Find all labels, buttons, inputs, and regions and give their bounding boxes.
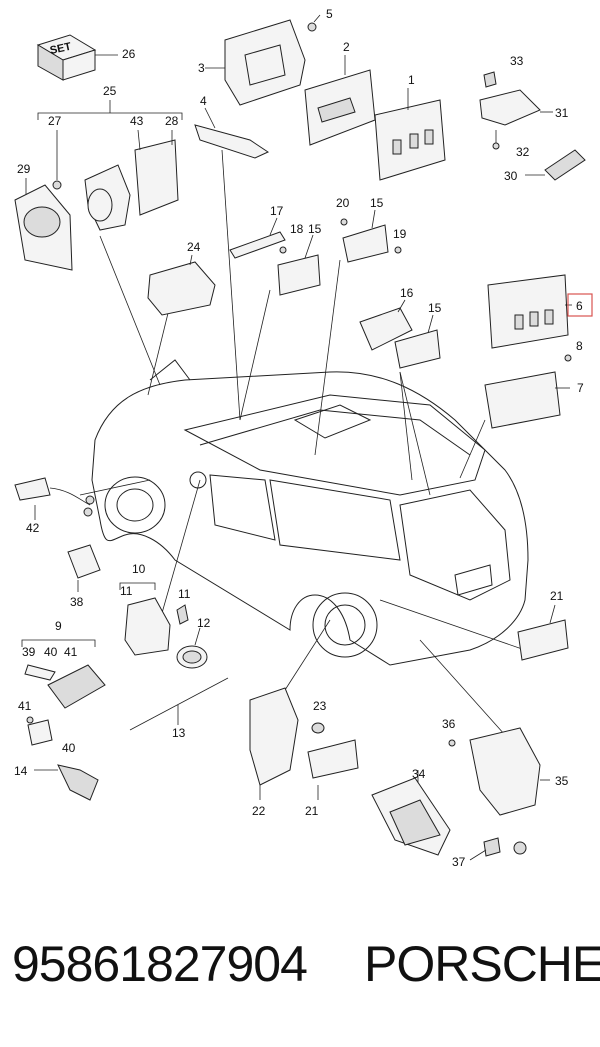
callout-27: 27 <box>48 114 62 128</box>
callout-3: 3 <box>198 61 205 75</box>
callout-19: 19 <box>393 227 407 241</box>
callout-14: 14 <box>14 764 28 778</box>
callout-5: 5 <box>326 7 333 21</box>
vehicle-outline <box>91 359 529 666</box>
part-7-bracket <box>484 354 572 429</box>
callout-41b: 41 <box>64 645 78 659</box>
callout-labels: 1 2 3 4 5 6 7 8 9 10 11 11 12 13 14 15 1… <box>14 7 593 869</box>
callout-32: 32 <box>516 145 530 159</box>
part-22-bracket <box>249 687 359 800</box>
part-9-key-group <box>21 639 106 801</box>
callout-1: 1 <box>408 73 415 87</box>
callout-9: 9 <box>55 619 62 633</box>
part-30-fob <box>525 149 586 181</box>
callout-40a: 40 <box>62 741 76 755</box>
callout-37: 37 <box>452 855 466 869</box>
callout-15b: 15 <box>370 196 384 210</box>
part-6-module <box>487 274 572 349</box>
callout-20: 20 <box>336 196 350 210</box>
callout-38: 38 <box>70 595 84 609</box>
part-24-module <box>147 254 216 316</box>
callout-23: 23 <box>313 699 327 713</box>
callout-39: 39 <box>22 645 36 659</box>
callout-36: 36 <box>442 717 456 731</box>
callout-18: 18 <box>290 222 304 236</box>
callout-33: 33 <box>510 54 524 68</box>
part-31-sensor <box>479 71 553 150</box>
part-34-radar <box>371 770 451 856</box>
part-10-assembly <box>119 582 208 669</box>
callout-41a: 41 <box>18 699 32 713</box>
callout-31: 31 <box>555 106 569 120</box>
leader-lines <box>79 149 526 736</box>
callout-6-highlight <box>567 293 593 317</box>
callout-40b: 40 <box>44 645 58 659</box>
part-1-control-unit <box>374 88 446 181</box>
parts-diagram: SET <box>14 7 593 869</box>
brand-name: PORSCHE <box>364 936 600 992</box>
callout-22: 22 <box>252 804 266 818</box>
part-2-module <box>304 55 376 146</box>
callout-11a: 11 <box>120 584 133 598</box>
part-21-panel-right <box>517 604 569 661</box>
part-42-cable <box>14 477 95 520</box>
set-label: SET <box>49 41 73 57</box>
callout-43: 43 <box>130 114 144 128</box>
callout-12: 12 <box>197 616 211 630</box>
footer: 95861827904 PORSCHE <box>0 935 600 1015</box>
callout-13: 13 <box>172 726 186 740</box>
part-25-assembly <box>37 100 183 231</box>
part-4-strip <box>194 107 270 159</box>
callout-25: 25 <box>103 84 117 98</box>
callout-6: 6 <box>576 299 583 313</box>
part-26-set-box: SET <box>36 34 118 81</box>
callout-16: 16 <box>400 286 414 300</box>
part-17-panel <box>229 217 321 296</box>
callout-21b: 21 <box>305 804 319 818</box>
callout-24: 24 <box>187 240 201 254</box>
callout-42: 42 <box>26 521 40 535</box>
callout-7: 7 <box>577 381 584 395</box>
part-38-sensor <box>67 544 101 592</box>
callout-35: 35 <box>555 774 569 788</box>
part-29-housing <box>14 178 73 271</box>
part-15-panel-top <box>340 209 402 263</box>
callout-17: 17 <box>270 204 284 218</box>
callout-29: 29 <box>17 162 31 176</box>
callout-21a: 21 <box>550 589 564 603</box>
callout-11b: 11 <box>178 587 191 601</box>
callout-28: 28 <box>165 114 179 128</box>
callout-26: 26 <box>122 47 136 61</box>
callout-10: 10 <box>132 562 146 576</box>
part-3-bracket <box>205 14 321 106</box>
part-16-unit <box>359 299 441 369</box>
callout-8: 8 <box>576 339 583 353</box>
callout-34: 34 <box>412 767 426 781</box>
callout-4: 4 <box>200 94 207 108</box>
callout-2: 2 <box>343 40 350 54</box>
callout-15c: 15 <box>428 301 442 315</box>
part-number: 95861827904 <box>12 936 308 992</box>
part-35-bracket <box>448 727 550 861</box>
callout-15a: 15 <box>308 222 322 236</box>
callout-30: 30 <box>504 169 518 183</box>
part-13-rod <box>129 677 229 731</box>
